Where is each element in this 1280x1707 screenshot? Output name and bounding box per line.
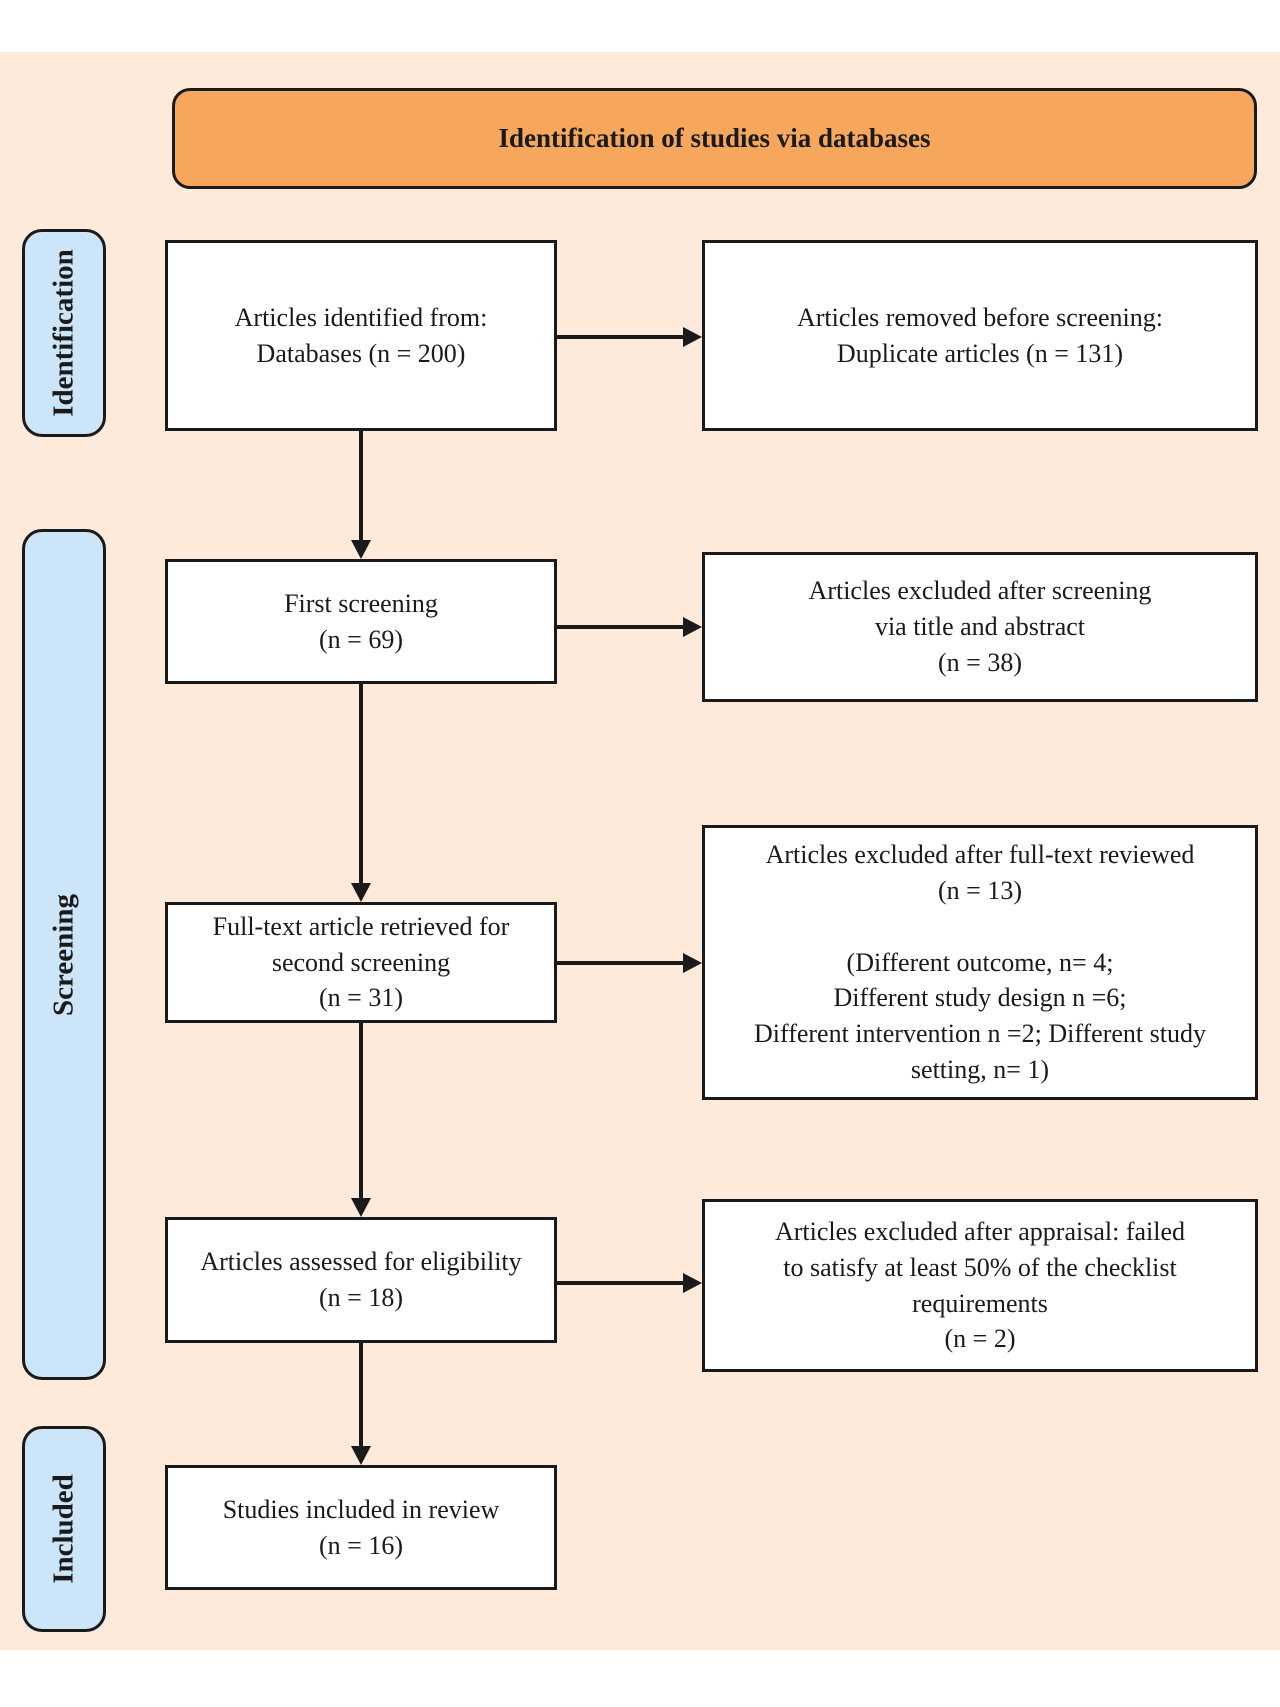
box-excluded-title-abstract: Articles excluded after screening via ti… — [702, 552, 1258, 702]
box-removed-before-screening-text: Articles removed before screening: Dupli… — [796, 302, 1163, 368]
arrow-fulltext-to-eligibility — [359, 1023, 363, 1198]
arrow-identified-to-first-screening — [359, 431, 363, 540]
stage-label-identification-text: Identification — [47, 249, 80, 417]
stage-label-included-text: Included — [47, 1474, 80, 1584]
box-excluded-appraisal-text: Articles excluded after appraisal: faile… — [774, 1216, 1186, 1354]
box-fulltext-retrieved-text: Full-text article retrieved for second s… — [212, 911, 510, 1013]
arrow-eligibility-to-included — [359, 1343, 363, 1446]
box-studies-included: Studies included in review (n = 16) — [165, 1465, 557, 1590]
arrow-first-screening-to-excluded — [557, 625, 683, 629]
stage-label-identification: Identification — [22, 229, 106, 437]
stage-label-screening: Screening — [22, 529, 106, 1380]
arrow-eligibility-to-excluded — [557, 1281, 683, 1285]
box-fulltext-retrieved: Full-text article retrieved for second s… — [165, 902, 557, 1023]
box-excluded-title-abstract-text: Articles excluded after screening via ti… — [808, 576, 1152, 677]
stage-label-screening-text: Screening — [47, 893, 80, 1016]
box-excluded-fulltext: Articles excluded after full-text review… — [702, 825, 1258, 1100]
box-studies-included-text: Studies included in review (n = 16) — [222, 1494, 500, 1560]
box-first-screening: First screening (n = 69) — [165, 559, 557, 684]
box-assessed-eligibility-text: Articles assessed for eligibility (n = 1… — [200, 1247, 522, 1312]
box-first-screening-text: First screening (n = 69) — [284, 588, 438, 654]
box-removed-before-screening: Articles removed before screening: Dupli… — [702, 240, 1258, 431]
stage-label-included: Included — [22, 1426, 106, 1632]
header-title: Identification of studies via databases — [498, 123, 931, 153]
arrow-first-screening-to-fulltext — [359, 684, 363, 883]
box-articles-identified-text: Articles identified from: Databases (n =… — [234, 302, 488, 368]
header-banner: Identification of studies via databases — [172, 88, 1257, 189]
box-excluded-fulltext-text: Articles excluded after full-text review… — [754, 839, 1206, 1085]
box-assessed-eligibility: Articles assessed for eligibility (n = 1… — [165, 1217, 557, 1343]
arrow-identified-to-removed — [557, 335, 683, 339]
box-articles-identified: Articles identified from: Databases (n =… — [165, 240, 557, 431]
arrow-fulltext-to-excluded — [557, 961, 683, 965]
box-excluded-appraisal: Articles excluded after appraisal: faile… — [702, 1199, 1258, 1372]
